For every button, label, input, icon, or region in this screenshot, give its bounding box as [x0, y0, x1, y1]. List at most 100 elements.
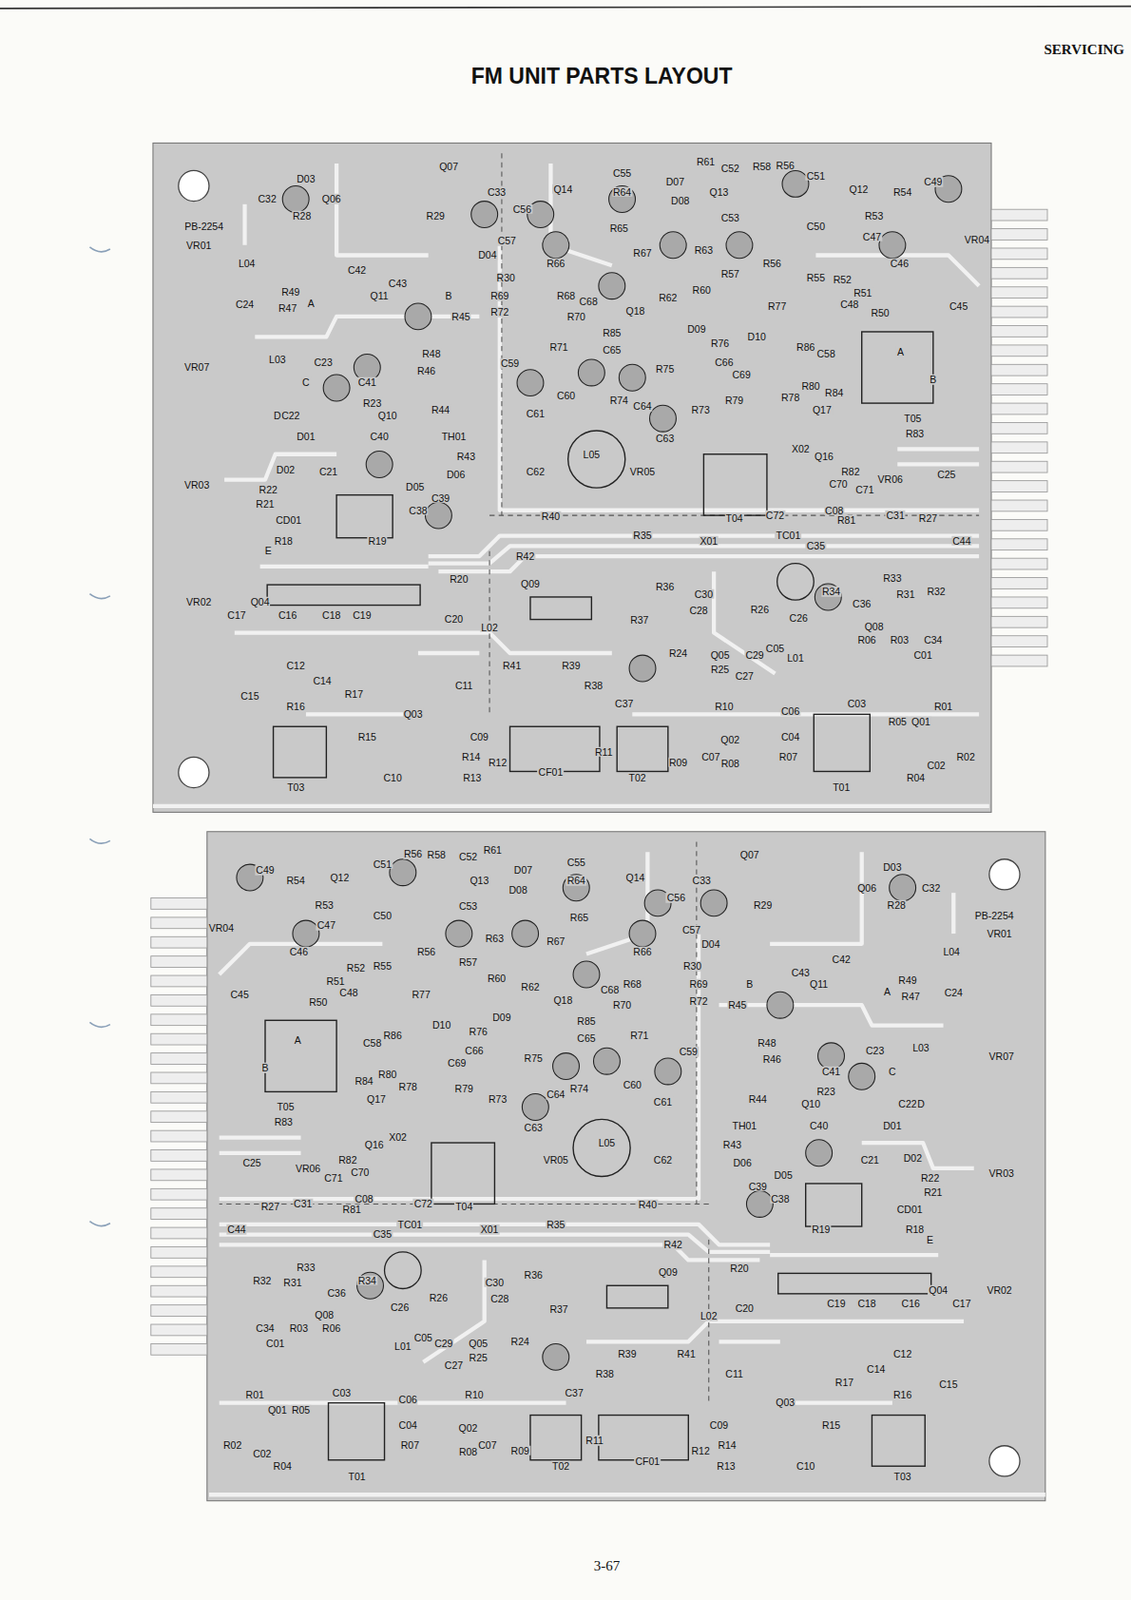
part-label: C69 [730, 369, 751, 381]
edge-finger [991, 615, 1048, 628]
part-label: C63 [654, 433, 675, 444]
edge-finger [991, 248, 1048, 260]
edge-finger [991, 518, 1048, 531]
part-label: R62 [519, 980, 540, 992]
part-label: T02 [628, 771, 648, 783]
edge-finger [991, 557, 1048, 570]
part-label: R74 [569, 1083, 590, 1094]
part-label: C57 [497, 235, 518, 247]
capacitor-body [700, 889, 728, 917]
part-label: R86 [382, 1030, 403, 1041]
part-label: R70 [612, 999, 633, 1011]
part-label: C65 [601, 345, 622, 356]
part-label: C32 [256, 193, 277, 205]
part-label: R41 [676, 1348, 697, 1360]
part-label: R37 [629, 614, 650, 626]
part-label: Q06 [856, 881, 878, 893]
copper-trace [815, 254, 979, 286]
copper-trace [418, 651, 480, 655]
edge-finger [151, 975, 208, 987]
part-label: C44 [226, 1224, 247, 1235]
binder-hole [89, 594, 110, 599]
part-label: R56 [775, 160, 796, 172]
part-label: CF01 [537, 766, 565, 778]
part-label: D [916, 1098, 926, 1110]
edge-finger [151, 1342, 208, 1355]
part-label: Q02 [719, 734, 741, 746]
edge-finger [991, 635, 1048, 648]
copper-trace [718, 1339, 780, 1343]
part-label: R12 [487, 756, 508, 767]
capacitor-body [445, 920, 473, 947]
edge-finger [151, 1284, 208, 1297]
part-label: C60 [555, 390, 576, 402]
part-label: R67 [632, 248, 652, 259]
capacitor-body [365, 451, 393, 479]
part-label: T05 [275, 1101, 295, 1112]
part-outline [530, 1415, 582, 1460]
edge-finger [991, 325, 1048, 338]
capacitor-body [766, 991, 794, 1018]
part-label: C10 [795, 1460, 816, 1472]
capacitor-body [650, 404, 677, 432]
part-label: Q11 [808, 978, 829, 990]
part-label: VR05 [629, 465, 656, 477]
part-label: L02 [479, 622, 499, 633]
part-label: X01 [479, 1224, 500, 1235]
part-label: Q13 [468, 875, 490, 886]
edge-finger [991, 421, 1048, 434]
part-label: R48 [421, 348, 441, 360]
part-label: C63 [523, 1121, 544, 1132]
part-label: TC01 [775, 530, 803, 541]
part-label: C38 [407, 504, 428, 516]
part-label: C01 [265, 1338, 286, 1349]
part-label: Q07 [739, 849, 761, 861]
edge-finger [151, 1111, 208, 1123]
part-label: R76 [709, 337, 730, 348]
part-label: R09 [668, 756, 689, 767]
part-label: C60 [622, 1078, 643, 1090]
part-label: TC01 [397, 1218, 424, 1229]
part-label: R62 [657, 292, 678, 304]
copper-trace [790, 1400, 893, 1405]
part-label: VR04 [208, 922, 235, 934]
copper-trace [153, 804, 990, 808]
part-label: R42 [663, 1239, 684, 1250]
mounting-hole [178, 170, 210, 201]
part-label: D05 [772, 1169, 793, 1181]
capacitor-body [562, 874, 590, 901]
part-label: C20 [443, 613, 464, 625]
part-label: R02 [956, 751, 977, 763]
capacitor-body [389, 859, 417, 886]
part-label: T01 [831, 782, 851, 793]
part-label: C19 [825, 1298, 846, 1309]
part-outline [862, 331, 934, 403]
part-label: C [301, 377, 311, 388]
part-label: A [896, 346, 905, 358]
coil-outline [568, 430, 626, 488]
part-label: C69 [446, 1057, 467, 1069]
part-label: R63 [693, 245, 714, 256]
part-label: VR03 [183, 479, 211, 490]
binder-hole [89, 1021, 110, 1027]
part-label: CF01 [634, 1455, 662, 1466]
part-label: L03 [268, 353, 288, 365]
part-label: C43 [790, 966, 811, 978]
capacitor-body [282, 186, 309, 213]
part-label: Q08 [863, 621, 885, 633]
part-label: R28 [886, 900, 907, 911]
part-label: R04 [272, 1460, 293, 1472]
part-label: C25 [936, 469, 957, 480]
mounting-hole [989, 859, 1020, 890]
pcb-board [151, 831, 1046, 1501]
capacitor-body [598, 272, 626, 300]
part-label: T04 [725, 513, 745, 524]
part-label: R82 [337, 1154, 358, 1166]
part-label: C44 [951, 535, 972, 546]
part-label: C61 [652, 1096, 673, 1108]
part-label: C33 [486, 186, 507, 197]
part-label: C64 [632, 401, 652, 412]
part-label: C61 [525, 407, 546, 419]
trimmer-outline [384, 1251, 422, 1289]
